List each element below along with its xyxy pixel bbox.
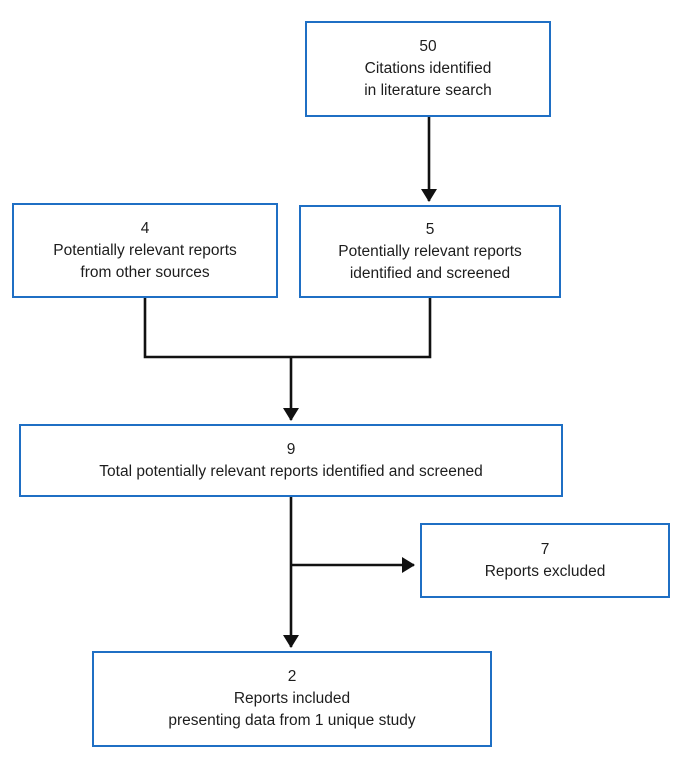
box-total-reports-screened: 9 Total potentially relevant reports ide…: [19, 424, 563, 497]
other-sources-count: 4: [140, 219, 150, 237]
total-count: 9: [286, 440, 296, 458]
box-reports-other-sources: 4 Potentially relevant reports from othe…: [12, 203, 278, 298]
screened-label-line: identified and screened: [349, 264, 511, 282]
excluded-label-line: Reports excluded: [484, 562, 606, 580]
screened-label-line: Potentially relevant reports: [338, 242, 522, 260]
other-sources-label-line: from other sources: [80, 263, 210, 281]
box-reports-screened: 5 Potentially relevant reports identifie…: [299, 205, 561, 298]
included-count: 2: [287, 668, 297, 685]
box-reports-excluded: 7 Reports excluded: [420, 523, 670, 598]
citations-label-line: Citations identified: [364, 60, 492, 77]
screened-count: 5: [425, 220, 435, 238]
line-merge-bracket: [143, 297, 432, 359]
box-citations-identified: 50 Citations identified in literature se…: [305, 21, 551, 117]
excluded-count: 7: [540, 540, 550, 558]
box-reports-included: 2 Reports included presenting data from …: [92, 651, 492, 747]
other-sources-label-line: Potentially relevant reports: [53, 241, 237, 259]
citations-count: 50: [419, 38, 437, 55]
included-label-line: presenting data from 1 unique study: [168, 712, 416, 729]
citations-label-line: in literature search: [364, 82, 492, 99]
total-label-line: Total potentially relevant reports ident…: [99, 462, 483, 480]
included-label-line: Reports included: [233, 690, 351, 707]
